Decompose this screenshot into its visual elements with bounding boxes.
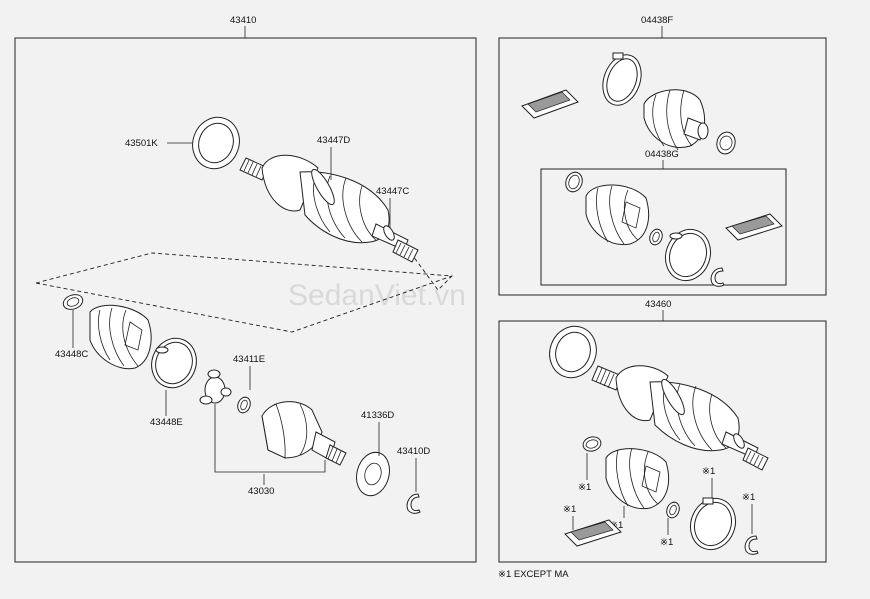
grease-pack-inner xyxy=(725,213,783,241)
note-mark-4: ※1 xyxy=(660,537,673,548)
boot-clamp-small-43460 xyxy=(582,436,602,452)
label-04438F: 04438F xyxy=(641,15,673,26)
label-43410D: 43410D xyxy=(397,446,430,457)
dust-seal-ring-43460 xyxy=(549,325,597,379)
boot-clamp-small-outer xyxy=(716,131,736,155)
inner-joint-housing-43030 xyxy=(261,401,347,466)
label-43501K: 43501K xyxy=(125,138,158,149)
snap-ring-c-inner-kit xyxy=(710,267,725,287)
dust-seal-ring-43501K xyxy=(192,116,240,170)
note-mark-2: ※1 xyxy=(610,520,623,531)
footnote: ※1 EXCEPT MA xyxy=(498,569,569,580)
label-43448C: 43448C xyxy=(55,349,88,360)
outer-boot xyxy=(643,89,709,151)
note-mark-5: ※1 xyxy=(702,466,715,477)
snap-ring-43411E xyxy=(237,396,251,414)
label-43460: 43460 xyxy=(645,299,671,310)
note-mark-6: ※1 xyxy=(742,492,755,503)
boot-clamp-small-inner xyxy=(565,171,583,193)
shaft-assembly-43460 xyxy=(591,365,769,471)
boot-clamp-43448C xyxy=(62,294,84,310)
dust-deflector-41336D xyxy=(356,451,390,497)
main-assembly-frame xyxy=(14,37,477,563)
label-43447D: 43447D xyxy=(317,135,350,146)
note-mark-1: ※1 xyxy=(578,482,591,493)
label-43410: 43410 xyxy=(230,15,256,26)
outer-shaft-assembly xyxy=(239,154,419,263)
watermark-text: SedanViet.vn xyxy=(288,279,466,312)
shaft-assembly-2-frame xyxy=(498,320,827,563)
grease-pack-43460 xyxy=(564,519,622,547)
snap-ring-43460 xyxy=(666,501,680,519)
inner-boot xyxy=(89,304,152,370)
label-41336D: 41336D xyxy=(361,410,394,421)
note-mark-3: ※1 xyxy=(563,504,576,515)
boot-kit-dashed-outline xyxy=(35,252,454,333)
boot-clamp-large-inner xyxy=(664,228,712,282)
inner-boot-kit-frame xyxy=(540,168,787,286)
boot-clamp-large-outer xyxy=(602,52,642,106)
bracket-43030 xyxy=(214,404,326,473)
tripod-joint xyxy=(199,369,232,405)
snap-ring-inner-kit xyxy=(649,228,663,246)
snap-ring-c-43460 xyxy=(744,535,759,555)
snap-ring-43410D xyxy=(406,493,421,514)
inner-boot-kit xyxy=(585,184,650,246)
label-43447C: 43447C xyxy=(376,186,409,197)
inner-boot-43460 xyxy=(605,447,670,510)
label-43448E: 43448E xyxy=(150,417,183,428)
label-43411E: 43411E xyxy=(233,354,265,365)
grease-pack-outer xyxy=(521,89,579,119)
label-43030: 43030 xyxy=(248,486,274,497)
boot-clamp-large-43460 xyxy=(689,497,737,551)
label-04438G: 04438G xyxy=(645,149,679,160)
boot-kit-frame xyxy=(498,37,827,296)
boot-clamp-43448E xyxy=(151,337,197,389)
